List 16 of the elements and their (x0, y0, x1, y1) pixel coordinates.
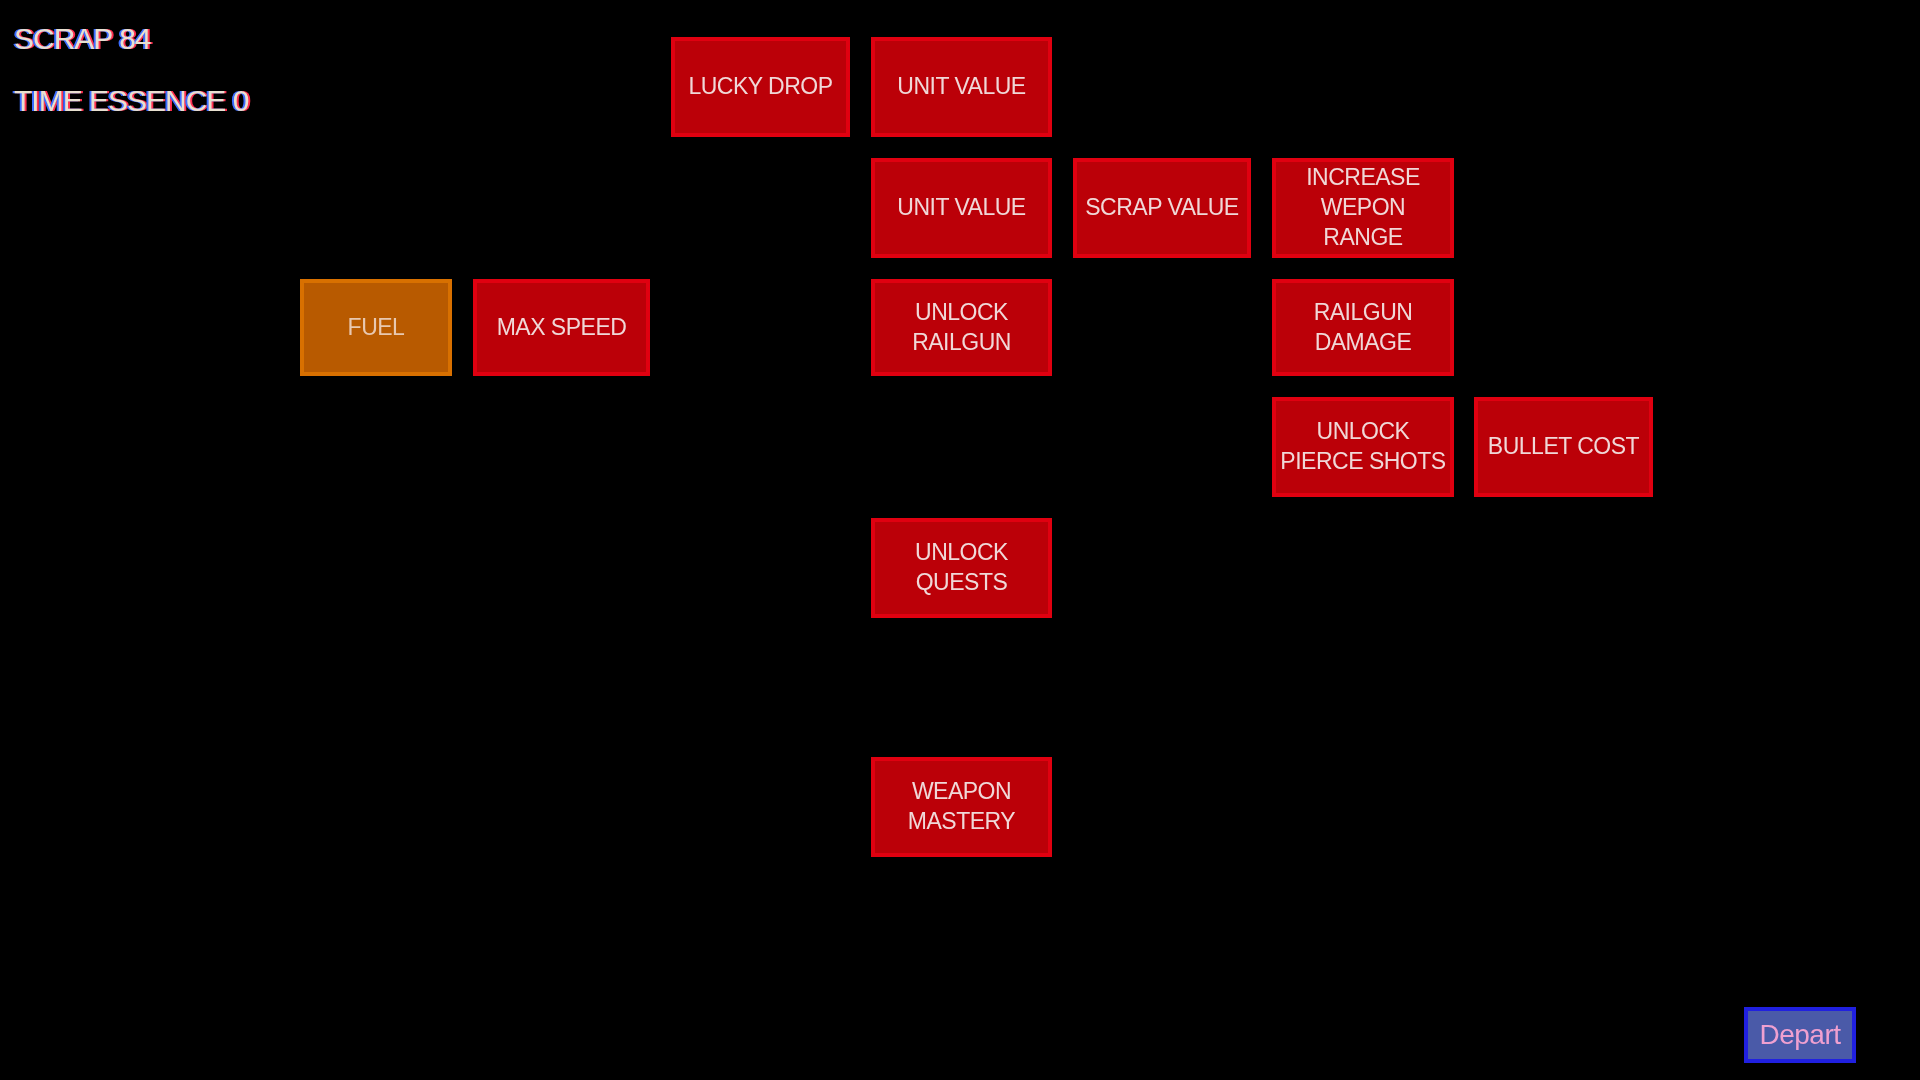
upgrade-button: UNIT VALUE (871, 37, 1052, 137)
upgrade-button: UNLOCK QUESTS (871, 518, 1052, 618)
upgrade-button: INCREASE WEPON RANGE (1272, 158, 1454, 258)
upgrade-button: FUEL (300, 279, 452, 376)
upgrade-button: BULLET COST (1474, 397, 1653, 497)
upgrade-button: UNLOCK RAILGUN (871, 279, 1052, 376)
upgrade-button: WEAPON MASTERY (871, 757, 1052, 857)
upgrade-button: RAILGUN DAMAGE (1272, 279, 1454, 376)
upgrade-button: SCRAP VALUE (1073, 158, 1251, 258)
depart-button: Depart (1744, 1007, 1856, 1063)
upgrade-button: UNIT VALUE (871, 158, 1052, 258)
upgrade-button: LUCKY DROP (671, 37, 850, 137)
resource-counter: TIME ESSENCE 0 (14, 84, 249, 118)
upgrade-button: MAX SPEED (473, 279, 650, 376)
resource-counter: SCRAP 84 (14, 22, 151, 56)
upgrade-button: UNLOCK PIERCE SHOTS (1272, 397, 1454, 497)
